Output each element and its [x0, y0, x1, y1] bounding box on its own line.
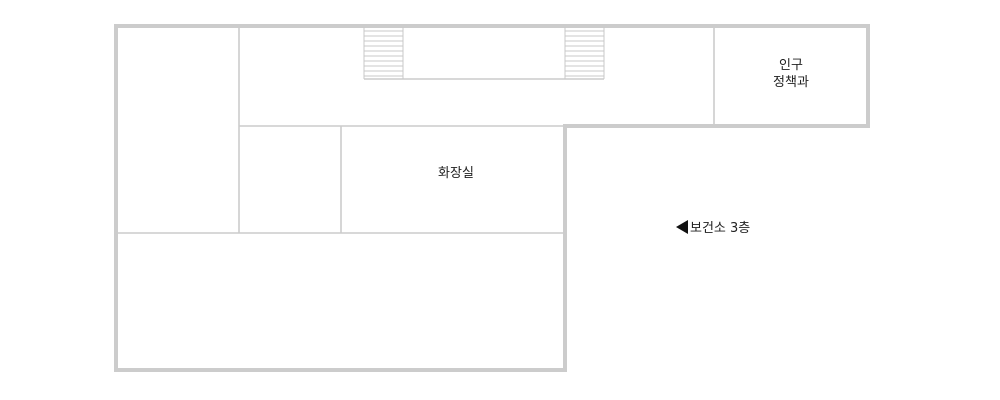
staircase-left	[363, 27, 404, 79]
left-triangle-icon	[676, 220, 688, 234]
interior-walls	[116, 26, 715, 234]
room-label-restroom: 화장실	[438, 166, 474, 181]
room-label-population-policy-line2: 정책과	[773, 75, 809, 90]
direction-label: 보건소 3층	[690, 221, 750, 236]
outer-wall	[114, 24, 870, 372]
room-label-population-policy-line1: 인구	[779, 58, 803, 73]
direction-indicator: 보건소 3층	[676, 220, 750, 236]
staircase-right	[564, 27, 605, 79]
